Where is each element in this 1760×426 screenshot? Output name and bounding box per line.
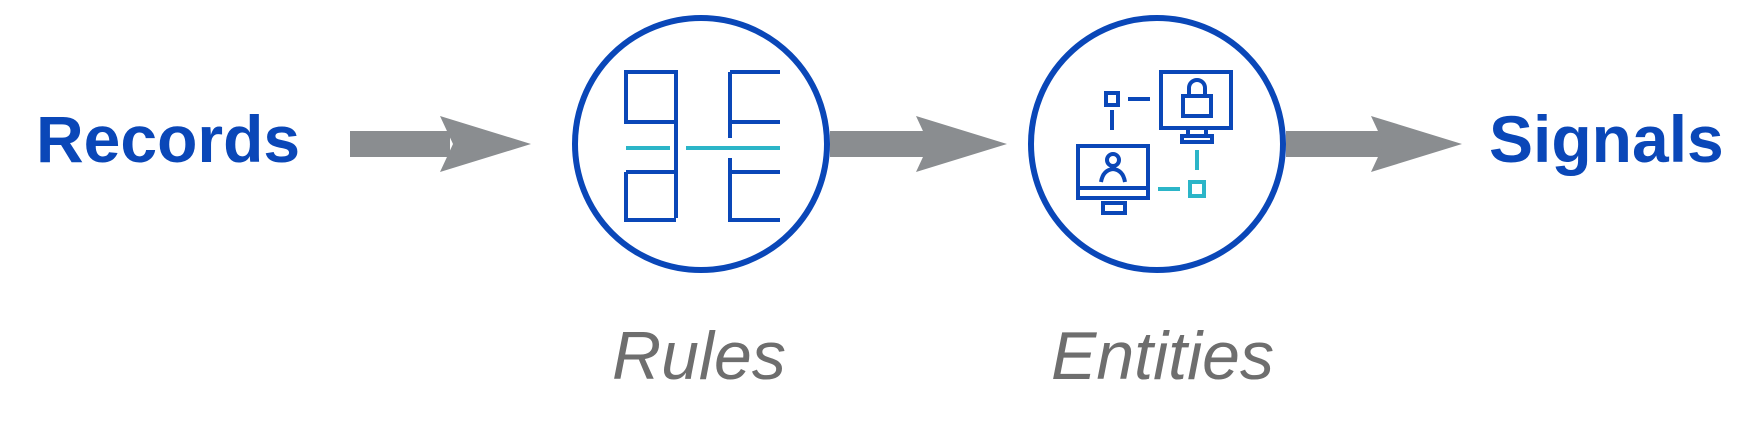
rules-label: Rules <box>612 318 786 394</box>
entities-label: Entities <box>1051 318 1274 394</box>
rules-circle <box>572 15 830 273</box>
entity-network-icon <box>1076 70 1233 215</box>
rules-grid-icon <box>624 70 780 222</box>
arrow-records-to-rules <box>350 116 531 172</box>
arrow-rules-to-entities <box>830 116 1007 172</box>
records-label: Records <box>36 102 301 176</box>
arrow-entities-to-signals <box>1286 116 1462 172</box>
entities-circle <box>1028 15 1286 273</box>
entities-node <box>1028 15 1286 273</box>
signals-label: Signals <box>1489 102 1724 176</box>
rules-node <box>572 15 830 273</box>
